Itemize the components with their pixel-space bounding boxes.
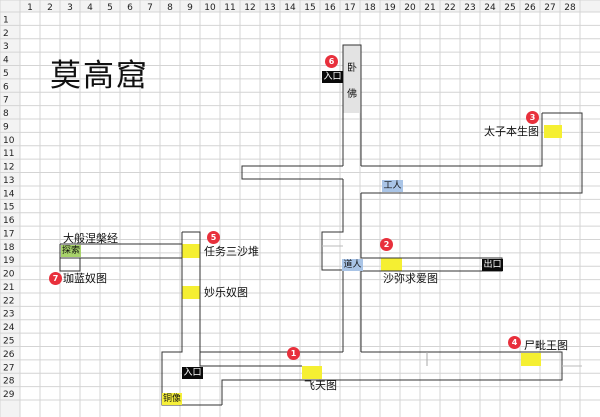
column-header: 3 [67,3,73,13]
row-header: 23 [3,310,14,320]
row-header: 12 [3,163,14,173]
hotspot-prince-mural[interactable] [544,125,562,138]
column-header: 15 [304,3,315,13]
row-header: 29 [3,390,15,400]
map-title: 莫高窟 [50,58,149,94]
label-novice-mural: 沙弥求爱图 [383,272,438,285]
label-sutra: 大般涅槃经 [63,232,118,245]
row-header: 6 [3,82,9,92]
hotspot-novice-mural[interactable] [381,258,402,271]
row-header: 20 [3,270,15,280]
hotspot-king-sibi[interactable] [521,353,541,366]
row-header: 1 [3,15,9,25]
column-header: 7 [147,3,153,13]
hotspot-miaole-mural[interactable] [182,286,200,299]
row-header: 19 [3,256,15,266]
row-header: 25 [3,337,14,347]
column-header: 24 [484,3,496,13]
column-header: 21 [424,3,435,13]
label-prince-mural: 太子本生图 [484,125,539,138]
column-header: 2 [47,3,53,13]
column-header: 6 [127,3,133,13]
column-header: 9 [187,3,193,13]
hotspot-sand-pile[interactable] [182,244,200,258]
label-king-sibi: 尸毗王图 [524,339,568,352]
entrance-bottom-tag[interactable]: 入口 [182,367,203,379]
buddha-char-1: 卧 [347,63,357,74]
marker-badge-7[interactable]: 7 [49,272,62,285]
row-header: 26 [3,350,15,360]
column-header: 14 [284,3,296,13]
entrance-top-tag[interactable]: 入口 [322,71,343,83]
row-header: 11 [3,149,14,159]
column-header: 11 [224,3,235,13]
column-header: 17 [344,3,355,13]
column-header: 25 [504,3,515,13]
label-jialan-mural: 珈蓝奴图 [63,272,107,285]
column-header: 10 [204,3,216,13]
row-header: 8 [3,109,9,119]
label-flying-apsara: 飞天图 [304,379,337,392]
reclining-buddha-hall [343,45,361,113]
column-header: 23 [464,3,475,13]
row-header: 18 [3,243,15,253]
pilgrim-tag[interactable]: 道人 [342,259,363,271]
column-header: 16 [324,3,336,13]
buddha-char-2: 佛 [347,89,357,100]
worker-tag[interactable]: 工人 [382,180,403,192]
hotspot-flying-apsara[interactable] [302,366,322,379]
bronze-statue-tag[interactable]: 铜像 [162,393,182,405]
row-header: 24 [3,323,15,333]
column-header: 18 [364,3,376,13]
row-header: 22 [3,296,14,306]
row-header: 15 [3,203,14,213]
column-header: 22 [444,3,455,13]
row-header: 16 [3,216,15,226]
row-header: 27 [3,363,14,373]
column-header: 19 [384,3,396,13]
column-header: 8 [167,3,173,13]
column-header: 1 [27,3,33,13]
exit-tag[interactable]: 出口 [482,259,503,271]
column-header: 13 [264,3,275,13]
column-header: 4 [87,3,93,13]
marker-badge-5[interactable]: 5 [207,231,220,244]
row-header: 21 [3,283,14,293]
column-header: 27 [544,3,555,13]
row-header: 10 [3,136,15,146]
marker-badge-4[interactable]: 4 [508,336,521,349]
row-header: 2 [3,29,9,39]
explore-tag[interactable]: 探索 [61,245,81,257]
row-header: 9 [3,122,9,132]
column-header: 5 [107,3,113,13]
column-header: 20 [404,3,416,13]
row-header: 3 [3,42,9,52]
row-header: 17 [3,229,14,239]
column-header: 28 [564,3,576,13]
row-header: 28 [3,377,15,387]
row-header: 7 [3,96,9,106]
row-header: 4 [3,56,9,66]
row-header: 5 [3,69,9,79]
marker-badge-1[interactable]: 1 [287,347,300,360]
label-miaole-mural: 妙乐奴图 [204,286,248,299]
marker-badge-6[interactable]: 6 [325,55,338,68]
column-header: 26 [524,3,536,13]
column-header: 12 [244,3,255,13]
row-header: 13 [3,176,14,186]
label-sand-pile: 任务三沙堆 [204,245,259,258]
marker-badge-3[interactable]: 3 [526,111,539,124]
row-header: 14 [3,189,15,199]
marker-badge-2[interactable]: 2 [380,238,393,251]
